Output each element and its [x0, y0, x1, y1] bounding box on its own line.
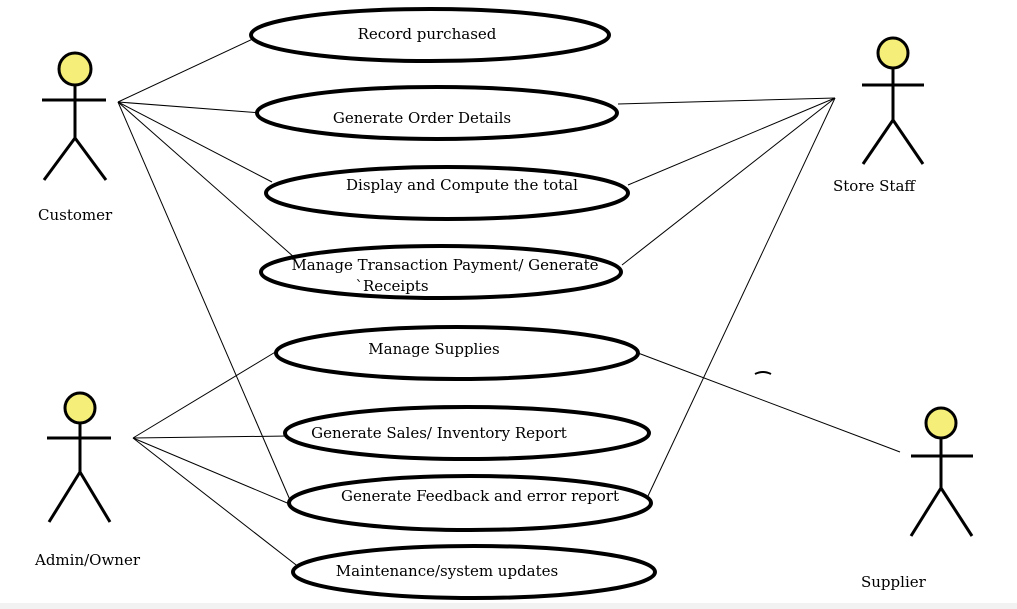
actor-label: Store Staff [833, 177, 916, 195]
actor-label: Supplier [861, 573, 927, 591]
stick-figure-icon [42, 51, 108, 181]
use-case-ellipse [264, 165, 630, 221]
use-case-maintenance-system-updates: Maintenance/system updates [291, 544, 657, 600]
actor-supplier: Supplier [861, 406, 974, 591]
use-case-ellipse [249, 7, 611, 63]
use-case-ellipse [283, 405, 651, 461]
use-case-label: Record purchased [358, 25, 497, 43]
assoc-customer-transaction [117, 101, 296, 259]
use-case-label-line1: Manage Transaction Payment/ Generate [291, 256, 598, 274]
associations [117, 37, 901, 569]
use-case-label: Generate Order Details [333, 109, 511, 127]
use-case-ellipse [291, 544, 657, 600]
assoc-admin-maintenance [132, 437, 301, 569]
use-case-label: Manage Supplies [368, 340, 499, 358]
actor-admin-owner: Admin/Owner [34, 391, 141, 569]
use-case-generate-feedback-error-report: Generate Feedback and error report [287, 474, 653, 532]
use-case-generate-sales-inventory-report: Generate Sales/ Inventory Report [283, 405, 651, 461]
use-case-label: Maintenance/system updates [336, 562, 558, 580]
stray-mark [754, 371, 772, 375]
bottom-strip [0, 603, 1017, 609]
actor-label: Customer [38, 206, 113, 224]
assoc-customer-display-total [117, 101, 273, 183]
use-case-display-compute-total: Display and Compute the total [264, 165, 630, 221]
use-case-manage-transaction: Manage Transaction Payment/ Generate `Re… [259, 244, 623, 300]
use-case-label-line2: `Receipts [355, 277, 428, 295]
actor-store-staff: Store Staff [833, 36, 925, 195]
stick-figure-icon [861, 36, 925, 165]
use-case-ellipse [255, 85, 619, 141]
stick-figure-icon [909, 406, 974, 537]
use-case-ellipse [259, 244, 623, 300]
assoc-customer-feedback [117, 101, 291, 501]
use-case-ellipse [274, 325, 640, 381]
actor-label: Admin/Owner [34, 551, 141, 569]
assoc-customer-order-details [117, 101, 263, 114]
use-case-ellipse [287, 474, 653, 532]
assoc-staff-feedback [647, 97, 836, 497]
assoc-staff-order-details [617, 97, 836, 105]
use-case-label: Display and Compute the total [346, 176, 578, 194]
assoc-staff-display-total [627, 97, 836, 186]
stick-figure-icon [47, 391, 112, 523]
use-case-record-purchased: Record purchased [249, 7, 611, 63]
assoc-admin-supplies [132, 347, 283, 439]
use-case-label: Generate Sales/ Inventory Report [311, 424, 567, 442]
assoc-admin-feedback [132, 437, 293, 506]
use-case-manage-supplies: Manage Supplies [274, 325, 640, 381]
use-case-label: Generate Feedback and error report [341, 487, 619, 505]
use-case-generate-order-details: Generate Order Details [255, 85, 619, 141]
assoc-staff-transaction [621, 97, 836, 266]
assoc-customer-record-purchased [117, 37, 256, 103]
actor-customer: Customer [38, 51, 113, 224]
assoc-supplier-supplies [637, 352, 901, 453]
assoc-admin-sales-report [132, 435, 289, 439]
